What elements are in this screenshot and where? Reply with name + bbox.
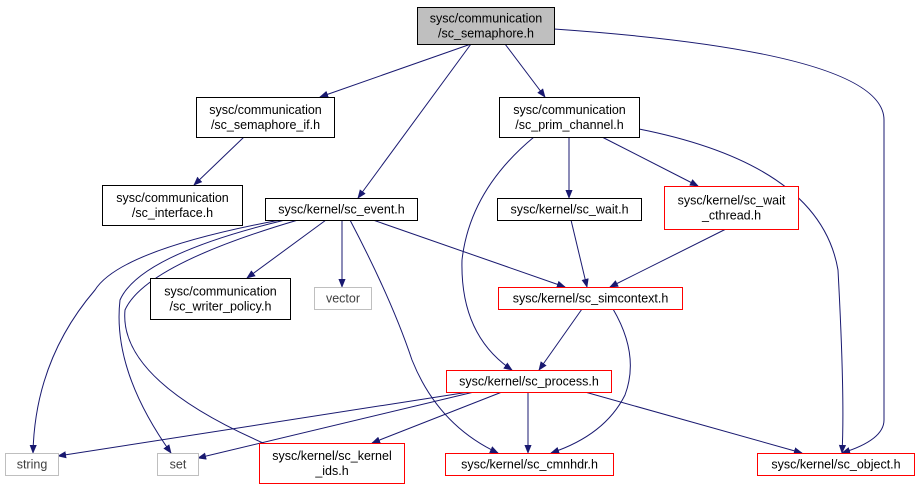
edge-simctx-to-process bbox=[538, 308, 583, 371]
edge-prim-to-object bbox=[638, 128, 847, 454]
edge-process-to-object bbox=[584, 391, 803, 455]
node-label-line: vector bbox=[326, 292, 360, 306]
node-box bbox=[664, 186, 799, 230]
node-box bbox=[498, 287, 683, 310]
node-label-line: sysc/kernel/sc_process.h bbox=[459, 375, 599, 389]
node-label-line: /sc_semaphore.h bbox=[438, 27, 534, 41]
node-cmnhdr[interactable]: sysc/kernel/sc_cmnhdr.h bbox=[445, 453, 614, 476]
node-label-line: sysc/communication bbox=[116, 191, 229, 205]
edge-sem_if-to-iface bbox=[193, 136, 245, 186]
edge-process-to-set bbox=[197, 391, 475, 460]
node-waitc[interactable]: sysc/kernel/sc_wait_cthread.h bbox=[664, 186, 799, 230]
node-box bbox=[497, 198, 642, 221]
node-label-line: sysc/kernel/sc_event.h bbox=[278, 203, 404, 217]
node-box bbox=[196, 97, 335, 138]
node-wait[interactable]: sysc/kernel/sc_wait.h bbox=[497, 198, 642, 221]
node-process[interactable]: sysc/kernel/sc_process.h bbox=[446, 370, 612, 393]
node-label-line: sysc/communication bbox=[513, 103, 626, 117]
node-box bbox=[499, 97, 640, 138]
node-box bbox=[445, 453, 614, 476]
node-box bbox=[446, 370, 612, 393]
node-sem_if[interactable]: sysc/communication/sc_semaphore_if.h bbox=[196, 97, 335, 138]
node-label-line: _ids.h bbox=[314, 464, 348, 478]
node-set: set bbox=[157, 453, 199, 476]
edge-event-to-set bbox=[118, 219, 286, 454]
node-box bbox=[417, 7, 555, 45]
node-label-line: sysc/kernel/sc_wait.h bbox=[510, 203, 628, 217]
node-box bbox=[259, 443, 405, 484]
node-label-line: sysc/kernel/sc_object.h bbox=[771, 458, 900, 472]
node-label-line: /sc_writer_policy.h bbox=[170, 300, 272, 314]
edge-process-to-kids bbox=[371, 391, 503, 444]
edge-prim-to-waitc bbox=[601, 136, 699, 187]
node-label-line: sysc/kernel/sc_simcontext.h bbox=[513, 292, 669, 306]
node-string: string bbox=[5, 453, 59, 476]
node-label-line: sysc/kernel/sc_cmnhdr.h bbox=[461, 458, 598, 472]
node-label-line: set bbox=[170, 458, 187, 472]
node-writer[interactable]: sysc/communication/sc_writer_policy.h bbox=[150, 278, 291, 320]
node-label-line: sysc/communication bbox=[430, 12, 543, 26]
edge-event-to-kids bbox=[124, 219, 299, 454]
node-root[interactable]: sysc/communication/sc_semaphore.h bbox=[417, 7, 555, 45]
node-box bbox=[314, 287, 372, 310]
node-event[interactable]: sysc/kernel/sc_event.h bbox=[265, 198, 418, 221]
edge-process-to-string bbox=[57, 391, 470, 459]
node-label-line: /sc_interface.h bbox=[132, 206, 213, 220]
node-label-line: sysc/kernel/sc_kernel bbox=[272, 449, 392, 463]
node-label-line: /sc_semaphore_if.h bbox=[211, 118, 320, 132]
edge-waitc-to-simctx bbox=[609, 228, 727, 288]
node-label-line: sysc/communication bbox=[164, 285, 277, 299]
node-simctx[interactable]: sysc/kernel/sc_simcontext.h bbox=[498, 287, 683, 310]
node-label-line: string bbox=[17, 458, 48, 472]
node-label-line: sysc/kernel/sc_wait bbox=[678, 194, 786, 208]
edge-simctx-to-cmnhdr bbox=[550, 308, 631, 454]
edge-root-to-sem_if bbox=[319, 43, 472, 98]
node-box bbox=[265, 198, 418, 221]
node-box bbox=[150, 278, 291, 320]
edge-wait-to-simctx bbox=[570, 219, 589, 288]
node-kids[interactable]: sysc/kernel/sc_kernel_ids.h bbox=[259, 443, 405, 484]
edge-event-to-string bbox=[29, 219, 281, 454]
node-label-line: _cthread.h bbox=[701, 209, 761, 223]
node-box bbox=[157, 453, 199, 476]
node-object[interactable]: sysc/kernel/sc_object.h bbox=[757, 453, 915, 476]
edge-prim-to-process bbox=[461, 136, 535, 371]
node-box bbox=[102, 185, 243, 226]
node-iface[interactable]: sysc/communication/sc_interface.h bbox=[102, 185, 243, 226]
node-box bbox=[757, 453, 915, 476]
node-box bbox=[5, 453, 59, 476]
edge-event-to-cmnhdr bbox=[349, 219, 499, 454]
edge-event-to-simctx bbox=[372, 219, 566, 288]
node-vector: vector bbox=[314, 287, 372, 310]
edge-event-to-writer bbox=[246, 219, 327, 279]
edge-root-to-prim bbox=[504, 43, 546, 98]
edge-root-to-event bbox=[357, 43, 472, 199]
node-label-line: sysc/communication bbox=[209, 103, 322, 117]
node-label-line: /sc_prim_channel.h bbox=[515, 118, 623, 132]
node-prim[interactable]: sysc/communication/sc_prim_channel.h bbox=[499, 97, 640, 138]
edge-root-to-object bbox=[553, 28, 885, 455]
